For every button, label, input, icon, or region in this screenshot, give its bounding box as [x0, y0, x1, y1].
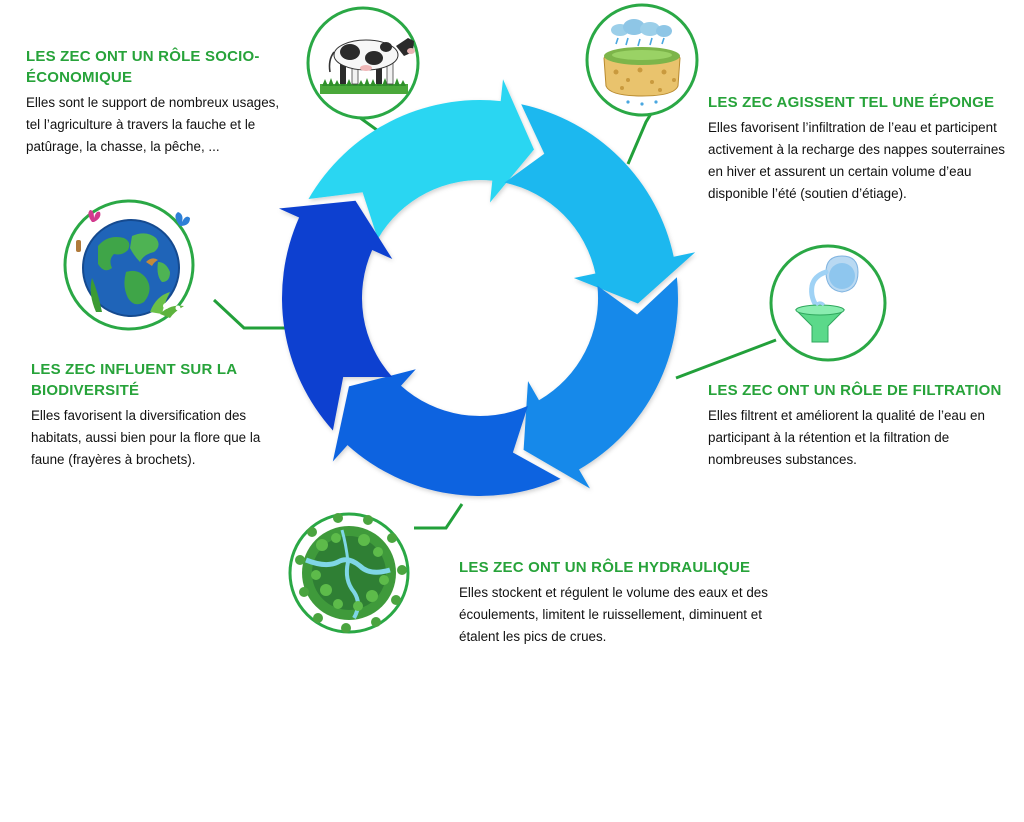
- eponge-icon-circle: [585, 3, 699, 117]
- cycle-arrow-left: [279, 200, 393, 431]
- cycle-arrow-bottom: [332, 369, 561, 496]
- socio-economique-text: Elles sont le support de nombreux usages…: [26, 95, 280, 154]
- bird-icon: [146, 258, 158, 266]
- connector-hydraulique: [414, 503, 464, 530]
- sponge-rain-icon: [603, 19, 681, 106]
- filtration-icon-circle: [769, 244, 887, 362]
- hydraulique-icon-circle: [288, 512, 410, 634]
- eponge-text: Elles favorisent l’infiltration de l’eau…: [708, 120, 1006, 201]
- butterfly-icon: [175, 212, 190, 226]
- hydraulique-text: Elles stockent et régulent le volume des…: [459, 585, 768, 644]
- socio-economique-title: LES ZEC ONT UN RÔLE SOCIO-ÉCONOMIQUE: [26, 48, 260, 86]
- eponge-title: LES ZEC AGISSENT TEL UNE ÉPONGE: [708, 94, 995, 111]
- earth-butterflies-icon: [76, 210, 190, 318]
- biodiversite-text: Elles favorisent la diversification des …: [31, 408, 261, 467]
- socio-economique-block: LES ZEC ONT UN RÔLE SOCIO-ÉCONOMIQUE Ell…: [26, 46, 288, 158]
- biodiversite-title: LES ZEC INFLUENT SUR LA BIODIVERSITÉ: [31, 361, 237, 399]
- biodiversite-icon-circle: [63, 199, 195, 331]
- cycle-arrow-lower-right: [523, 277, 678, 489]
- filtration-block: LES ZEC ONT UN RÔLE DE FILTRATION Elles …: [708, 380, 1018, 471]
- funnel-pitcher-icon: [794, 255, 859, 343]
- eponge-block: LES ZEC AGISSENT TEL UNE ÉPONGE Elles fa…: [708, 92, 1008, 205]
- cow-icon: [320, 38, 415, 94]
- hydraulique-title: LES ZEC ONT UN RÔLE HYDRAULIQUE: [459, 559, 751, 576]
- river-forest-icon: [295, 513, 407, 633]
- connector-filtration: [675, 338, 777, 380]
- butterfly-icon: [88, 210, 101, 222]
- hydraulique-block: LES ZEC ONT UN RÔLE HYDRAULIQUE Elles st…: [459, 557, 779, 648]
- cattail-icon: [76, 240, 81, 252]
- cycle-arrow-top: [308, 79, 534, 239]
- biodiversite-block: LES ZEC INFLUENT SUR LA BIODIVERSITÉ Ell…: [31, 359, 271, 471]
- connector-biodiversite: [212, 298, 288, 330]
- socio-icon-circle: [306, 6, 420, 120]
- filtration-title: LES ZEC ONT UN RÔLE DE FILTRATION: [708, 382, 1002, 399]
- cycle-arrow-right: [504, 104, 696, 304]
- filtration-text: Elles filtrent et améliorent la qualité …: [708, 408, 985, 467]
- cycle-arrows: [279, 79, 696, 496]
